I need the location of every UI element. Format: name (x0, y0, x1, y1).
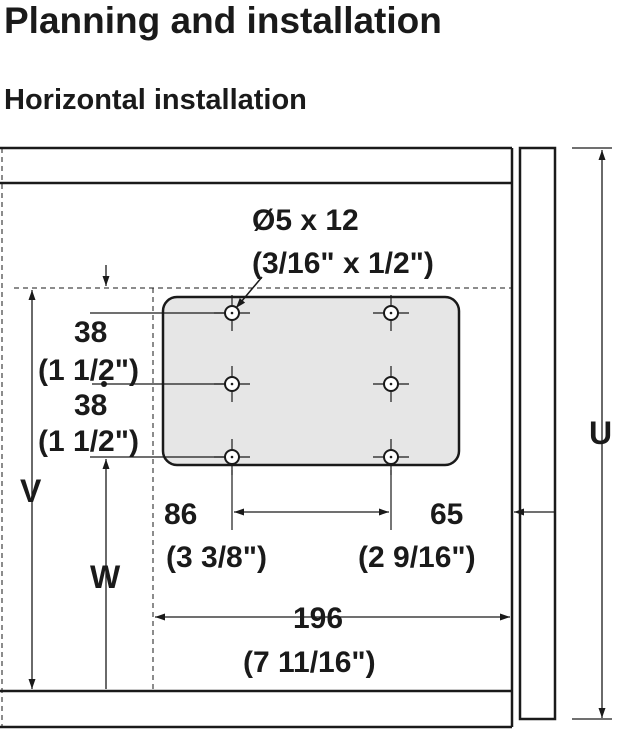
screw-hole (214, 295, 250, 331)
section-subtitle: Horizontal installation (4, 84, 307, 116)
dim-196-imperial: (7 11/16") (243, 646, 376, 679)
hole-leader-line (235, 276, 263, 309)
dim-38-top-imperial: (1 1/2") (38, 354, 139, 387)
dim-65-label: 65 (430, 498, 463, 531)
cabinet-frame (0, 146, 557, 729)
dim-65-imperial: (2 9/16") (358, 541, 476, 574)
screw-hole (373, 295, 409, 331)
dim-86-label: 86 (164, 498, 197, 531)
dim-38-top-label: 38 (74, 316, 107, 349)
dim-38-bottom-label: 38 (74, 389, 107, 422)
dim-w-label: W (90, 559, 121, 595)
dimension-lines (28, 147, 612, 720)
dashed-lines (1, 148, 512, 727)
front-panel (518, 146, 557, 721)
dim-38-bottom-imperial: (1 1/2") (38, 425, 139, 458)
screw-hole (214, 439, 250, 475)
page-title: Planning and installation (4, 0, 442, 41)
dim-v-label: V (20, 473, 42, 509)
screw-hole (373, 366, 409, 402)
hole-size-label-imperial: (3/16" x 1/2") (252, 247, 434, 280)
screw-hole (373, 439, 409, 475)
dim-u-label: U (589, 415, 612, 451)
screw-hole (214, 366, 250, 402)
center-point (101, 381, 107, 387)
mounting-plate (161, 295, 461, 467)
hole-size-label: Ø5 x 12 (252, 204, 359, 237)
extension-lines (90, 312, 392, 530)
screw-holes (214, 295, 409, 475)
dim-86-imperial: (3 3/8") (166, 541, 267, 574)
dim-196-label: 196 (293, 602, 343, 635)
